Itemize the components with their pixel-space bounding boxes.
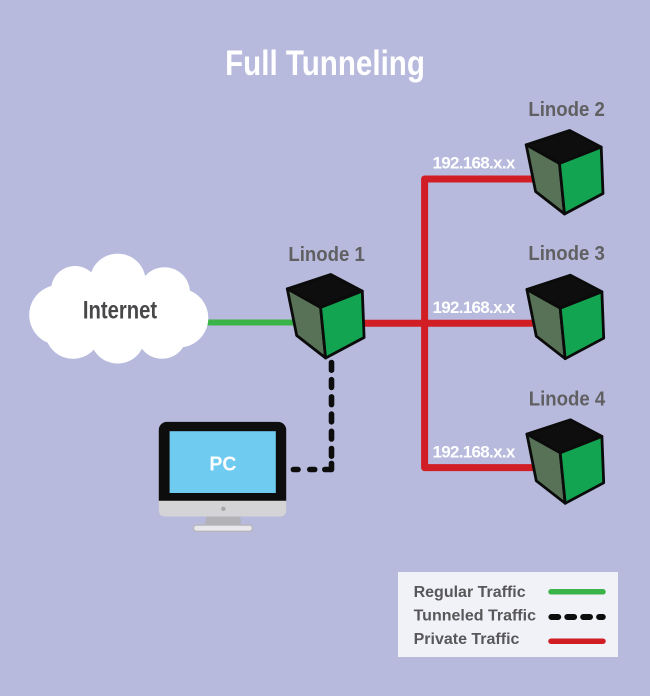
- svg-text:192.168.x.x: 192.168.x.x: [433, 298, 516, 317]
- svg-text:Linode 2: Linode 2: [528, 99, 604, 121]
- svg-text:Linode 4: Linode 4: [529, 389, 606, 411]
- svg-text:Linode 1: Linode 1: [288, 244, 365, 266]
- svg-text:Regular Traffic: Regular Traffic: [414, 584, 526, 601]
- svg-text:Private Traffic: Private Traffic: [414, 631, 520, 648]
- svg-text:Linode 3: Linode 3: [528, 243, 605, 265]
- svg-text:192.168.x.x: 192.168.x.x: [433, 442, 516, 461]
- svg-text:192.168.x.x: 192.168.x.x: [433, 153, 516, 172]
- svg-text:Full Tunneling: Full Tunneling: [225, 44, 425, 83]
- svg-text:Tunneled Traffic: Tunneled Traffic: [414, 607, 536, 624]
- svg-text:Internet: Internet: [83, 295, 158, 324]
- svg-text:PC: PC: [209, 453, 236, 476]
